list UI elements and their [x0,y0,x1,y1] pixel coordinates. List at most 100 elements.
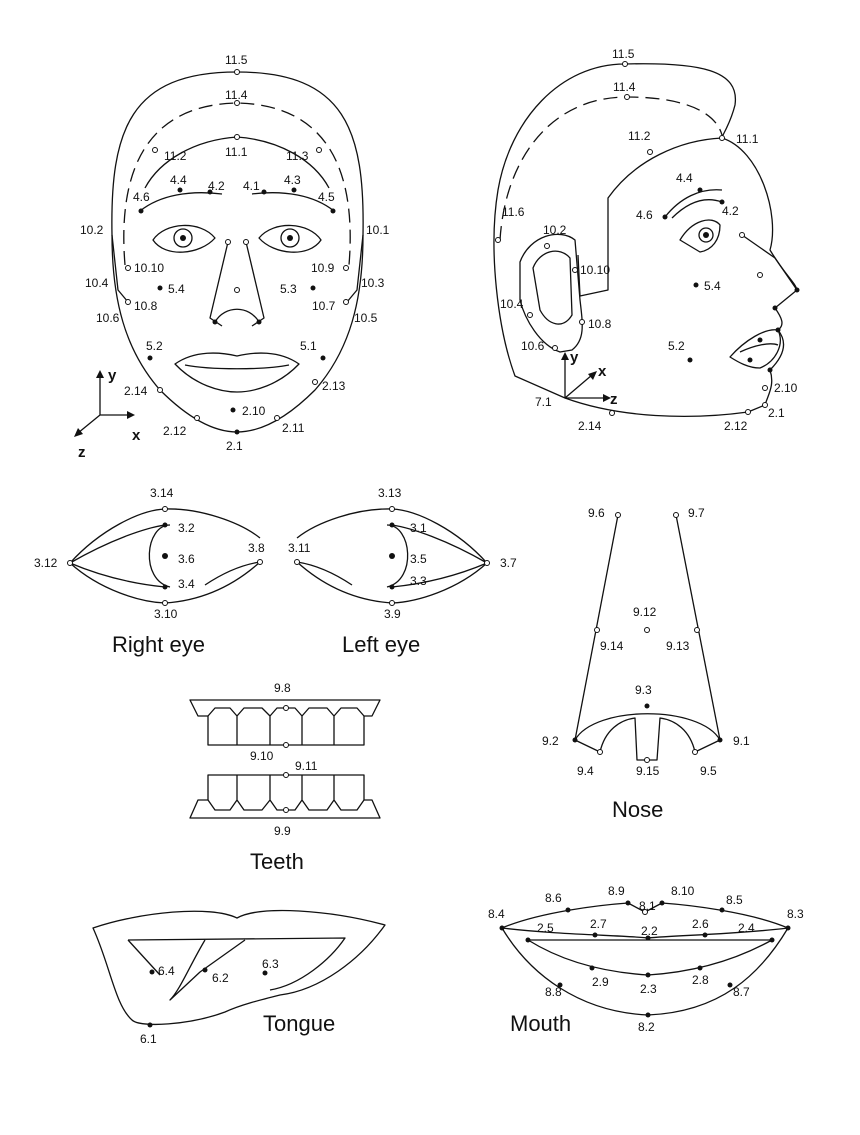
nose-title: Nose [612,797,663,822]
label-2-10: 2.10 [242,404,266,418]
label-10-3: 10.3 [361,276,385,290]
label-2-3: 2.3 [640,982,657,996]
label-2-5: 2.5 [537,921,554,935]
mouth-title: Mouth [510,1011,571,1036]
left-eye-title: Left eye [342,632,420,657]
label-8-3: 8.3 [787,907,804,921]
label-9-12: 9.12 [633,605,657,619]
label-3-5: 3.5 [410,552,427,566]
label-5-4: 5.4 [168,282,185,296]
label-6-4: 6.4 [158,964,175,978]
label-5-1: 5.1 [300,339,317,353]
axis-x-label: x [132,427,141,444]
label-8-9: 8.9 [608,884,625,898]
label-6-1: 6.1 [140,1032,157,1046]
side-axis-y-label: y [570,349,579,366]
label-2-9: 2.9 [592,975,609,989]
label-9-11: 9.11 [295,759,318,773]
label-side-4-6: 4.6 [636,208,653,222]
label-9-1: 9.1 [733,734,750,748]
label-11-4: 11.4 [225,88,248,102]
label-9-10: 9.10 [250,749,274,763]
label-9-6: 9.6 [588,506,605,520]
label-10-1: 10.1 [366,223,390,237]
label-side-2-14: 2.14 [578,419,602,433]
label-side-10-4: 10.4 [500,297,524,311]
label-8-2: 8.2 [638,1020,655,1034]
label-2-14: 2.14 [124,384,148,398]
label-9-7: 9.7 [688,506,705,520]
label-8-8: 8.8 [545,985,562,999]
label-side-10-8: 10.8 [588,317,612,331]
label-9-5: 9.5 [700,764,717,778]
label-side-2-10: 2.10 [774,381,798,395]
label-9-13: 9.13 [666,639,690,653]
left-eye: 3.13 3.1 3.11 3.5 3.7 3.3 3.9 Left eye [288,486,517,657]
label-side-11-1: 11.1 [736,132,759,146]
label-8-1: 8.1 [639,899,656,913]
label-3-7: 3.7 [500,556,517,570]
label-3-4: 3.4 [178,577,195,591]
label-10-6: 10.6 [96,311,120,325]
label-side-11-5: 11.5 [612,47,635,61]
label-11-2: 11.2 [164,149,187,163]
side-axis-x-label: x [598,363,607,380]
side-face: y x z 11.5 11.4 11.2 11.1 4.4 4.6 4.2 11… [493,47,800,433]
label-2-12: 2.12 [163,424,187,438]
nose: 9.6 9.7 9.12 9.14 9.13 9.3 9.2 9.1 9.4 9… [542,506,750,822]
axis-z-label: z [78,444,86,461]
label-9-15: 9.15 [636,764,660,778]
label-side-5-4: 5.4 [704,279,721,293]
label-2-7: 2.7 [590,917,607,931]
label-5-3: 5.3 [280,282,297,296]
label-3-2: 3.2 [178,521,195,535]
label-2-2: 2.2 [641,924,658,938]
label-5-2: 5.2 [146,339,163,353]
label-8-10: 8.10 [671,884,695,898]
label-3-8: 3.8 [248,541,265,555]
label-side-10-6: 10.6 [521,339,545,353]
label-10-4: 10.4 [85,276,109,290]
label-3-1: 3.1 [410,521,427,535]
label-9-4: 9.4 [577,764,594,778]
right-eye-title: Right eye [112,632,205,657]
label-3-12: 3.12 [34,556,58,570]
label-11-3: 11.3 [286,149,309,163]
mouth: 8.6 8.9 8.10 8.1 8.5 8.4 8.3 2.5 2.7 2.2… [488,884,804,1036]
label-9-2: 9.2 [542,734,559,748]
label-3-11: 3.11 [288,541,311,555]
label-10-8: 10.8 [134,299,158,313]
label-8-5: 8.5 [726,893,743,907]
label-side-11-6: 11.6 [502,205,525,219]
label-side-4-2: 4.2 [722,204,739,218]
label-4-1: 4.1 [243,179,260,193]
label-11-1: 11.1 [225,145,248,159]
label-side-2-1: 2.1 [768,406,785,420]
label-side-10-10: 10.10 [580,263,610,277]
label-8-6: 8.6 [545,891,562,905]
label-4-3: 4.3 [284,173,301,187]
axis-y-label: y [108,367,117,384]
label-2-8: 2.8 [692,973,709,987]
label-9-9: 9.9 [274,824,291,838]
label-4-6: 4.6 [133,190,150,204]
label-9-14: 9.14 [600,639,624,653]
label-2-6: 2.6 [692,917,709,931]
label-10-9: 10.9 [311,261,335,275]
label-4-4: 4.4 [170,173,187,187]
label-side-7-1: 7.1 [535,395,552,409]
label-10-7: 10.7 [312,299,336,313]
right-eye: 3.14 3.2 3.6 3.8 3.12 3.4 3.10 Right eye [34,486,265,657]
label-8-4: 8.4 [488,907,505,921]
label-3-13: 3.13 [378,486,402,500]
label-2-4: 2.4 [738,921,755,935]
label-side-4-4: 4.4 [676,171,693,185]
label-4-2: 4.2 [208,179,225,193]
label-10-10: 10.10 [134,261,164,275]
label-2-11: 2.11 [282,421,305,435]
label-2-1: 2.1 [226,439,243,453]
label-4-5: 4.5 [318,190,335,204]
label-3-9: 3.9 [384,607,401,621]
label-6-2: 6.2 [212,971,229,985]
